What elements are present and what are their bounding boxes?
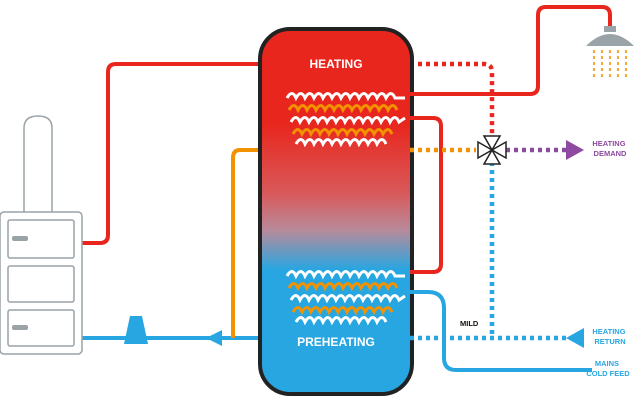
mains-cold-feed-pipe bbox=[410, 290, 592, 372]
tank-top-label: HEATING bbox=[309, 57, 362, 71]
upper-coil-outlet-pipe bbox=[410, 116, 443, 274]
mains-cold-feed-label: MAINS COLD FEED bbox=[586, 359, 630, 378]
heating-demand-arrow bbox=[566, 140, 584, 160]
heating-return-label: HEATING RETURN bbox=[592, 327, 627, 346]
hot-bypass-dotted-pipe bbox=[410, 61, 495, 140]
pump-icon bbox=[124, 316, 148, 344]
return-arrow bbox=[206, 330, 222, 346]
heating-return-arrow bbox=[566, 328, 584, 348]
hot-water-outlet-pipe bbox=[410, 5, 612, 96]
heating-demand-label: HEATING DEMAND bbox=[592, 139, 627, 158]
boiler-icon bbox=[0, 115, 83, 355]
upper-heating-coil bbox=[285, 92, 406, 148]
tank-bottom-label: PREHEATING bbox=[297, 335, 375, 349]
three-way-valve-icon bbox=[477, 135, 507, 165]
mild-label: MILD bbox=[460, 319, 479, 328]
lower-preheating-coil bbox=[285, 270, 406, 326]
shower-head-icon bbox=[586, 26, 634, 78]
boiler-flow-pipe bbox=[82, 62, 262, 245]
warm-pipe-left bbox=[231, 148, 262, 338]
